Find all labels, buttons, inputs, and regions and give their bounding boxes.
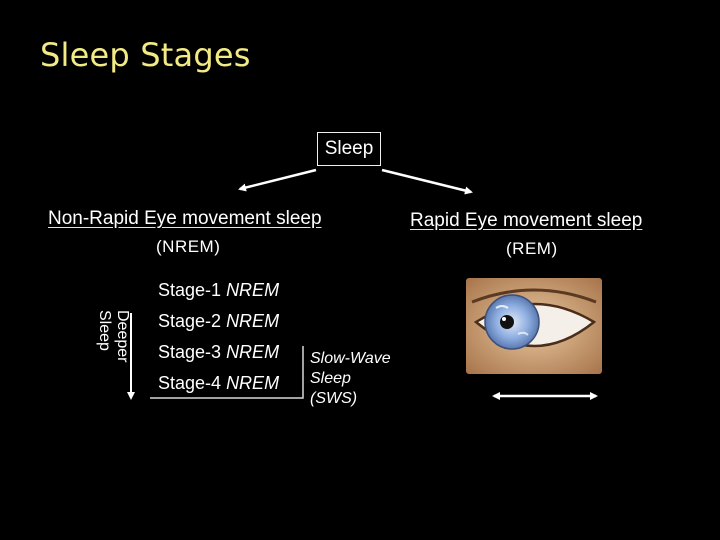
sws-label: Slow-Wave Sleep (SWS) xyxy=(310,349,391,409)
page-title: Sleep Stages xyxy=(40,36,251,74)
sws-line3: (SWS) xyxy=(310,390,358,407)
stage-3: Stage-3 NREM xyxy=(158,342,280,362)
arrow-to-rem xyxy=(381,168,473,195)
sws-line1: Slow-Wave xyxy=(310,350,391,367)
stage-1: Stage-1 NREM xyxy=(158,280,280,300)
eye-icon xyxy=(466,278,602,374)
nrem-title: Non-Rapid Eye movement sleep xyxy=(48,208,322,229)
depth-label-line2: Sleep xyxy=(96,310,113,351)
depth-label: Deeper Sleep xyxy=(85,310,133,366)
stage-4: Stage-4 NREM xyxy=(158,373,280,393)
rem-abbr: (REM) xyxy=(506,239,558,258)
sleep-root-node: Sleep xyxy=(317,132,381,166)
stage-2: Stage-2 NREM xyxy=(158,311,280,331)
depth-label-line1: Deeper xyxy=(114,310,131,363)
arrow-to-nrem xyxy=(238,168,317,192)
sws-bracket xyxy=(150,346,304,399)
sws-line2: Sleep xyxy=(310,370,351,387)
nrem-abbr: (NREM) xyxy=(156,237,221,256)
rem-title: Rapid Eye movement sleep xyxy=(410,210,643,231)
